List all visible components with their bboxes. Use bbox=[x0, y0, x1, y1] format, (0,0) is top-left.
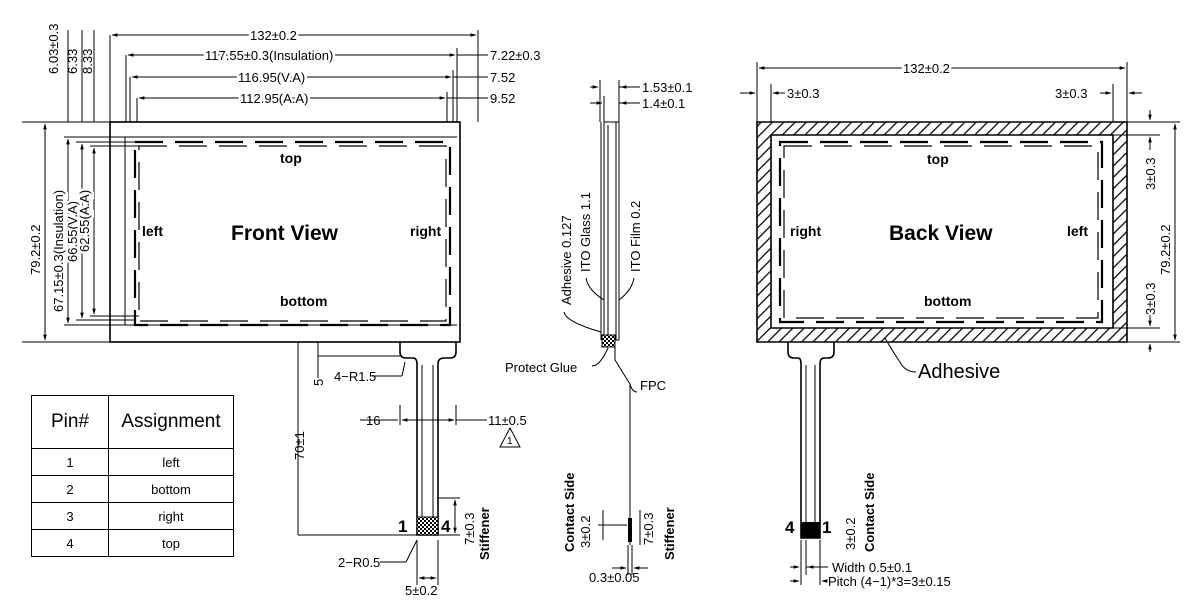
dim-front-aa-width: 112.95(A.A) bbox=[240, 91, 308, 106]
front-label-bottom: bottom bbox=[280, 293, 327, 309]
pin-number: 3 bbox=[31, 502, 109, 530]
dim-front-v1: 6.03±0.3 bbox=[46, 23, 61, 74]
dim-side-14: 1.4±0.1 bbox=[642, 96, 685, 111]
dim-back-pitch: Pitch (4−1)*3=3±0.15 bbox=[828, 574, 951, 589]
dim-back-3t: 3±0.3 bbox=[1143, 158, 1158, 190]
side-fpc-label: FPC bbox=[640, 378, 666, 393]
dim-back-height: 79.2±0.2 bbox=[1158, 224, 1173, 275]
back-view-title: Back View bbox=[889, 222, 993, 245]
front-panel-outline bbox=[109, 121, 461, 343]
dim-side-03: 0.3±0.05 bbox=[589, 570, 640, 585]
pin-assignment: bottom bbox=[108, 475, 234, 503]
side-adhesive-label: Adhesive 0.127 bbox=[559, 215, 574, 305]
back-adhesive-label: Adhesive bbox=[918, 361, 1000, 383]
pin-table-header-row: Pin# Assignment bbox=[31, 395, 234, 449]
dim-front-width: 132±0.2 bbox=[250, 28, 297, 43]
dim-front-r1: 7.22±0.3 bbox=[490, 48, 541, 63]
dim-front-5b: 5±0.2 bbox=[405, 583, 437, 598]
dim-front-70: 70±1 bbox=[292, 431, 307, 460]
table-row: 3 right bbox=[31, 502, 234, 530]
front-view-title: Front View bbox=[231, 222, 339, 245]
dim-front-7: 7±0.3 bbox=[462, 513, 477, 545]
dim-front-r05: 2−R0.5 bbox=[338, 555, 380, 570]
side-view: 1.53±0.1 1.4±0.1 Adhesive 0.127 ITO Glas… bbox=[505, 80, 693, 585]
side-ito-glass-label: ITO Glass 1.1 bbox=[578, 192, 593, 272]
side-stiffener-label: Stiffener bbox=[662, 507, 677, 560]
front-label-right: right bbox=[410, 223, 441, 239]
dim-side-153: 1.53±0.1 bbox=[642, 80, 693, 95]
dim-front-16: 16 bbox=[366, 413, 380, 428]
dim-side-7: 7±0.3 bbox=[641, 513, 656, 545]
back-pin-1: 1 bbox=[822, 518, 831, 537]
dim-front-11: 11±0.5 bbox=[488, 413, 527, 428]
dim-back-3l: 3±0.3 bbox=[787, 86, 819, 101]
dim-front-va-height: 66.55(V.A) bbox=[65, 201, 80, 262]
pin-table-header-assignment: Assignment bbox=[108, 395, 234, 449]
pin-table-header-pin: Pin# bbox=[31, 395, 109, 449]
pin-number: 1 bbox=[31, 448, 109, 476]
back-contact-label: Contact Side bbox=[862, 473, 877, 552]
dim-front-insulation-height: 67.15±0.3(Insulation) bbox=[51, 190, 66, 312]
back-label-right: right bbox=[790, 223, 821, 239]
dim-back-width: 132±0.2 bbox=[903, 61, 950, 76]
front-pin-4: 4 bbox=[441, 517, 451, 536]
table-row: 4 top bbox=[31, 529, 234, 557]
dim-front-r3: 9.52 bbox=[490, 91, 515, 106]
front-fpc-tail bbox=[399, 342, 457, 536]
revision-triangle-icon bbox=[499, 426, 521, 448]
front-label-top: top bbox=[280, 150, 302, 166]
back-label-left: left bbox=[1067, 223, 1088, 239]
side-protect-glue bbox=[601, 334, 616, 348]
dim-front-v3: 8.33 bbox=[80, 49, 95, 74]
dim-front-v2: 6.33 bbox=[65, 49, 80, 74]
dim-back-3r: 3±0.3 bbox=[1055, 86, 1087, 101]
front-label-left: left bbox=[142, 223, 163, 239]
back-label-top: top bbox=[927, 151, 949, 167]
dim-back-width-pin: Width 0.5±0.1 bbox=[832, 560, 912, 575]
back-label-bottom: bottom bbox=[924, 293, 971, 309]
dim-front-radius: 4−R1.5 bbox=[334, 369, 376, 384]
front-view: Front View top left right bottom 132±0.2… bbox=[22, 23, 541, 598]
side-ito-film-label: ITO Film 0.2 bbox=[628, 201, 643, 272]
dim-front-insulation-width: 117.55±0.3(Insulation) bbox=[205, 48, 333, 63]
pin-assignment: left bbox=[108, 448, 234, 476]
dim-back-3b: 3±0.3 bbox=[1143, 283, 1158, 315]
back-pin-4: 4 bbox=[785, 518, 795, 537]
side-protect-glue-label: Protect Glue bbox=[505, 360, 577, 375]
back-fpc-tail bbox=[787, 342, 835, 539]
dim-front-r2: 7.52 bbox=[490, 70, 515, 85]
table-row: 1 left bbox=[31, 448, 234, 476]
back-active-area bbox=[778, 140, 1104, 324]
dim-front-height: 79.2±0.2 bbox=[28, 224, 43, 275]
dim-front-aa-height: 62.55(A.A) bbox=[77, 190, 92, 252]
pin-number: 2 bbox=[31, 475, 109, 503]
pin-number: 4 bbox=[31, 529, 109, 557]
dim-back-3: 3±0.2 bbox=[843, 518, 858, 550]
pin-assignment: right bbox=[108, 502, 234, 530]
front-active-area bbox=[133, 140, 452, 327]
side-ito-glass bbox=[603, 121, 617, 341]
dim-front-va-width: 116.95(V.A) bbox=[238, 70, 305, 85]
back-view: 132±0.2 3±0.3 3±0.3 Back View top right … bbox=[740, 59, 1180, 589]
side-contact-label: Contact Side bbox=[562, 473, 577, 552]
pin-assignment-table: Pin# Assignment 1 left 2 bottom 3 right … bbox=[31, 395, 234, 557]
side-fpc bbox=[614, 347, 631, 545]
front-stiffener-label: Stiffener bbox=[477, 507, 492, 560]
back-stiffener bbox=[801, 522, 820, 538]
pin-assignment: top bbox=[108, 529, 234, 557]
side-stiffener bbox=[628, 518, 632, 542]
table-row: 2 bottom bbox=[31, 475, 234, 503]
front-stiffener-contacts bbox=[416, 516, 439, 536]
dim-side-3: 3±0.2 bbox=[578, 516, 593, 548]
dim-front-5: 5 bbox=[311, 379, 326, 386]
front-pin-1: 1 bbox=[398, 517, 407, 536]
revision-mark: 1 bbox=[507, 436, 513, 447]
side-ito-film bbox=[615, 121, 620, 341]
